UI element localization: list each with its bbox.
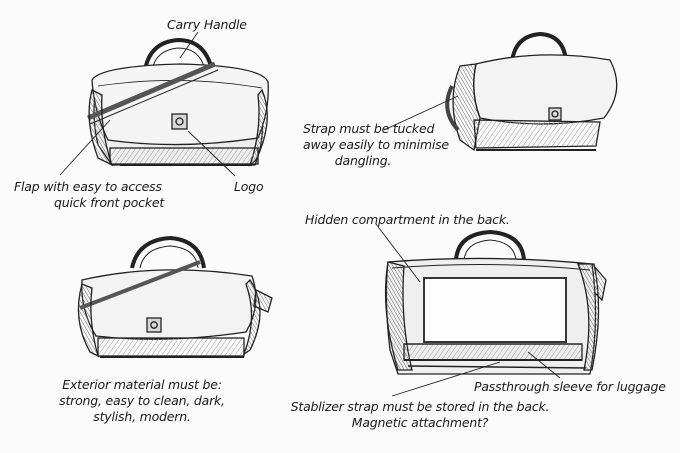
label-carry-handle: Carry Handle: [167, 17, 247, 32]
bag-front-top-left: [59, 31, 269, 177]
label-strap-line3: dangling.: [334, 153, 392, 168]
label-stabilizer-line1: Stablizer strap must be stored in the ba…: [290, 399, 550, 414]
label-logo: Logo: [234, 179, 264, 194]
label-stabilizer-line2: Magnetic attachment?: [351, 415, 489, 430]
label-exterior-line1: Exterior material must be:: [62, 377, 222, 392]
label-exterior-line2: strong, easy to clean, dark,: [59, 393, 225, 408]
label-passthrough-sleeve: Passthrough sleeve for luggage: [474, 379, 666, 394]
bag-front-bottom-left: [77, 235, 273, 358]
bag-back-bottom-right: [375, 223, 607, 397]
label-flap-line1: Flap with easy to access: [14, 179, 162, 194]
label-hidden-compartment: Hidden compartment in the back.: [305, 212, 510, 227]
label-exterior-line3: stylish, modern.: [93, 409, 191, 424]
bag-angled-top-right: [383, 31, 618, 152]
label-strap-line2: away easily to minimise: [303, 137, 449, 152]
label-strap-line1: Strap must be tucked: [303, 121, 435, 136]
label-flap-line2: quick front pocket: [54, 195, 165, 210]
